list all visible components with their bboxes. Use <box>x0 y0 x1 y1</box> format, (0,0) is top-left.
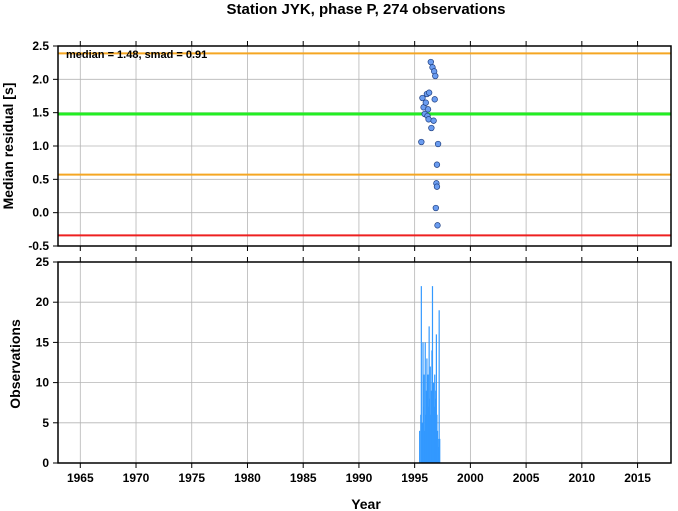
top-y-tick-label: 0.5 <box>32 172 49 186</box>
x-tick-label: 1985 <box>290 471 317 485</box>
data-point <box>418 138 425 146</box>
bottom-plot-frame <box>57 261 672 464</box>
data-point <box>432 72 439 80</box>
data-point <box>422 99 429 106</box>
x-tick-label: 1995 <box>401 471 428 485</box>
data-point <box>431 96 438 103</box>
data-point <box>434 140 442 148</box>
data-point <box>433 183 441 190</box>
data-point <box>430 117 437 124</box>
data-point <box>433 161 441 168</box>
top-y-tick-label: -0.5 <box>28 239 49 253</box>
x-tick-label: 1980 <box>234 471 261 485</box>
top-y-tick-label: 2.0 <box>32 72 49 86</box>
top-plot-frame <box>57 45 672 247</box>
top-y-axis-label: Median residual [s] <box>0 83 16 210</box>
top-y-tick-label: 1.5 <box>32 106 49 120</box>
bottom-y-tick-label: 25 <box>36 255 50 269</box>
data-point <box>428 124 435 132</box>
x-tick-label: 2005 <box>513 471 540 485</box>
x-tick-label: 1990 <box>346 471 373 485</box>
data-point <box>424 106 432 113</box>
top-y-tick-label: 0.0 <box>32 206 49 220</box>
bottom-y-tick-label: 0 <box>42 456 49 470</box>
residual-panel: -0.5 0.0 0.5 1.0 1.5 2.0 2.5 <box>28 39 672 253</box>
stats-annotation: median = 1.48, smad = 0.91 <box>66 49 207 61</box>
x-tick-label: 1965 <box>67 471 94 485</box>
bottom-plot-background <box>58 262 671 463</box>
x-tick-label: 1970 <box>123 471 150 485</box>
x-tick-label: 2015 <box>624 471 651 485</box>
bottom-y-tick-label: 5 <box>42 416 49 430</box>
data-point <box>434 222 441 229</box>
chart-title: Station JYK, phase P, 274 observations <box>227 1 506 18</box>
bottom-y-tick-label: 20 <box>36 295 50 309</box>
bottom-y-axis-label: Observations <box>7 319 23 409</box>
x-tick-label: 1975 <box>178 471 205 485</box>
x-tick-label: 2010 <box>568 471 595 485</box>
data-point <box>432 204 439 212</box>
top-y-tick-label: 2.5 <box>32 39 49 53</box>
x-axis-label: Year <box>351 496 381 511</box>
data-point <box>425 89 433 96</box>
top-y-tick-label: 1.0 <box>32 139 49 153</box>
bottom-y-tick-label: 10 <box>36 376 50 390</box>
data-point <box>419 94 426 102</box>
data-point <box>427 58 434 66</box>
bottom-y-tick-label: 15 <box>36 335 50 349</box>
x-tick-label: 2000 <box>457 471 484 485</box>
